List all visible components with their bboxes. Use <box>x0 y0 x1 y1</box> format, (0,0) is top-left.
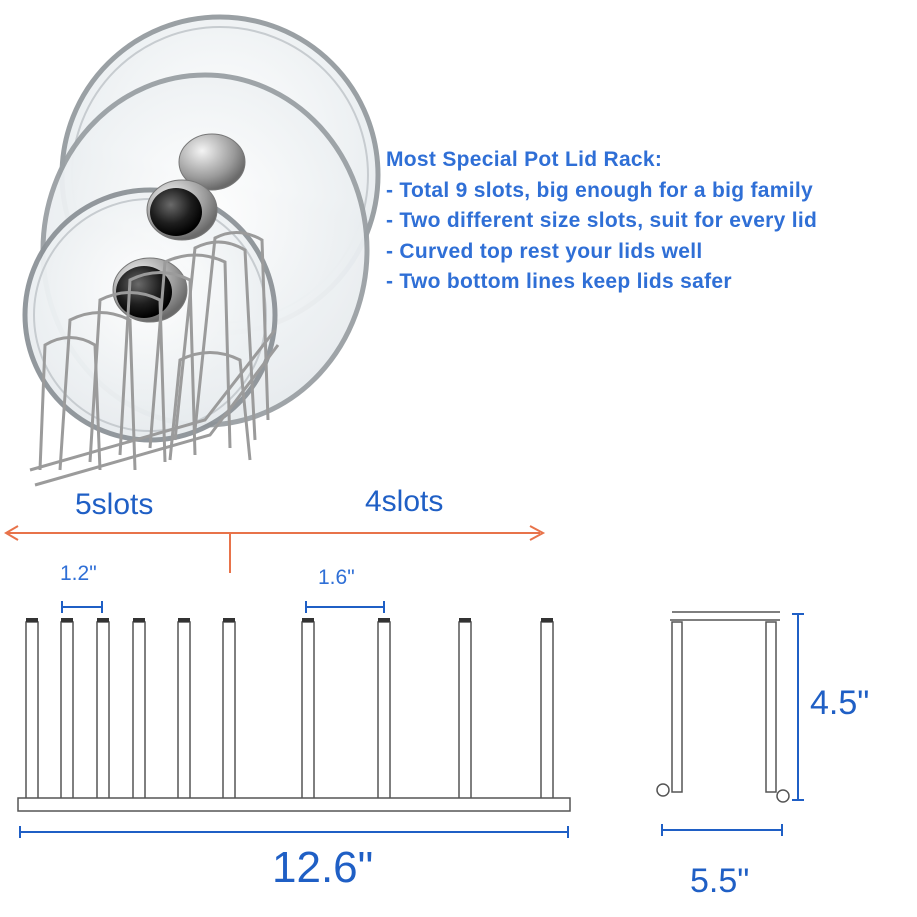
feature-item: - Total 9 slots, big enough for a big fa… <box>386 178 813 202</box>
left-slots-label: 5slots <box>75 488 154 521</box>
width-label: 5.5" <box>690 862 750 900</box>
feature-heading: Most Special Pot Lid Rack: <box>386 148 663 171</box>
large-gap-label: 1.6" <box>318 566 355 589</box>
feature-list: Most Special Pot Lid Rack: - Total 9 slo… <box>386 145 917 298</box>
height-label: 4.5" <box>810 684 870 722</box>
feature-item: - Two different size slots, suit for eve… <box>386 209 818 232</box>
feature-item: - Two bottom lines keep lids safer <box>386 270 732 293</box>
right-slots-label: 4slots <box>365 485 444 518</box>
length-label: 12.6" <box>272 843 374 892</box>
small-gap-label: 1.2" <box>60 562 97 585</box>
feature-item: - Curved top rest your lids well <box>386 239 703 263</box>
